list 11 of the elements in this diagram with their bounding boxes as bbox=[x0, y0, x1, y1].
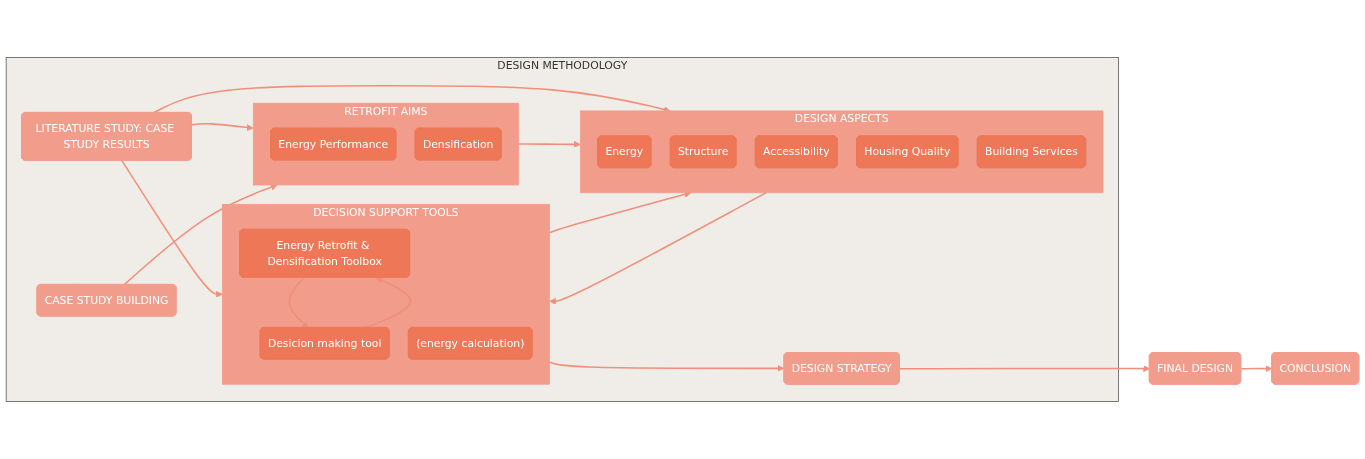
arrow bbox=[153, 85, 671, 114]
arrow bbox=[899, 365, 1150, 372]
arrow bbox=[517, 140, 581, 148]
arrow bbox=[121, 159, 223, 298]
arrow bbox=[288, 276, 309, 329]
arrow bbox=[123, 184, 278, 286]
arrow bbox=[549, 191, 767, 305]
arrow bbox=[548, 361, 785, 372]
arrow bbox=[548, 191, 692, 234]
arrow bbox=[1240, 365, 1273, 372]
arrow bbox=[190, 122, 254, 131]
